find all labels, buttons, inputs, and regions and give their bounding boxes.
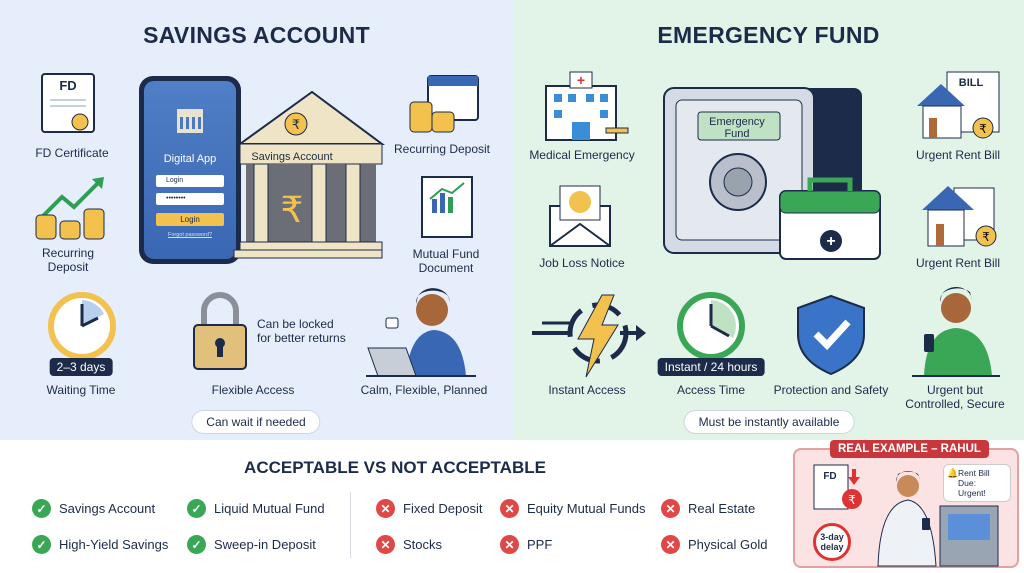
check-icon: ✓ (187, 499, 206, 518)
delay-badge: 3-day delay (813, 523, 851, 561)
not-acceptable-label: PPF (527, 537, 553, 552)
job-loss-label: Job Loss Notice (539, 256, 625, 270)
not-acceptable-item: ✕ Physical Gold (661, 535, 767, 554)
not-acceptable-item: ✕ PPF (500, 535, 552, 554)
login-button[interactable]: Login (156, 213, 224, 226)
acceptable-item: ✓ Sweep-in Deposit (187, 535, 316, 554)
rent-alert-bubble: 🔔 Rent Bill Due: Urgent! (943, 464, 1011, 502)
acceptable-item: ✓ Liquid Mutual Fund (187, 499, 325, 518)
not-acceptable-item: ✕ Fixed Deposit (376, 499, 482, 518)
bank-savings-label: Savings Account (251, 151, 333, 163)
svg-text:BILL: BILL (959, 77, 984, 89)
job-loss-envelope-icon (549, 185, 611, 247)
recurring-deposit-left-label: Recurring Deposit (41, 246, 95, 274)
svg-text:₹: ₹ (281, 189, 304, 230)
waiting-time-badge: 2–3 days (49, 358, 113, 376)
x-icon: ✕ (661, 535, 680, 554)
check-icon: ✓ (32, 499, 51, 518)
real-example-tag: REAL EXAMPLE – RAHUL (830, 440, 989, 458)
fd-certificate-label: FD Certificate (35, 146, 109, 160)
login-input[interactable]: Login (156, 175, 224, 187)
lightning-icon (532, 294, 646, 378)
not-acceptable-label: Fixed Deposit (403, 501, 483, 516)
x-icon: ✕ (376, 535, 395, 554)
comparison-title: ACCEPTABLE VS NOT ACCEPTABLE (244, 458, 546, 477)
instant-access-label: Instant Access (548, 383, 626, 397)
mutual-fund-label: Mutual Fund Document (412, 247, 480, 275)
safe-label: Emergency Fund (709, 116, 765, 140)
svg-text:₹: ₹ (848, 493, 856, 507)
svg-text:FD: FD (59, 78, 76, 93)
lock-note: Can be locked for better returns (257, 317, 346, 345)
not-acceptable-item: ✕ Equity Mutual Funds (500, 499, 646, 518)
safe-icon: + (663, 87, 881, 260)
urgent-controlled-label: Urgent but Controlled, Secure (905, 383, 1005, 411)
fd-document-icon: FD ₹ (813, 464, 862, 510)
acceptable-item: ✓ Savings Account (32, 499, 155, 518)
check-icon: ✓ (187, 535, 206, 554)
clock-icon (48, 292, 116, 360)
house-document-icon: ₹ (922, 186, 997, 247)
check-icon: ✓ (32, 535, 51, 554)
svg-text:FD: FD (823, 471, 836, 482)
svg-text:+: + (577, 72, 585, 88)
padlock-icon (193, 292, 247, 370)
calm-person-laptop-icon (366, 288, 476, 377)
emergency-pill: Must be instantly available (683, 410, 855, 434)
x-icon: ✕ (376, 499, 395, 518)
not-acceptable-label: Physical Gold (688, 537, 768, 552)
not-acceptable-item: ✕ Real Estate (661, 499, 755, 518)
divider (350, 492, 351, 558)
bank-icon (177, 109, 203, 133)
rent-alert-text: Rent Bill Due: Urgent! (958, 468, 990, 498)
access-time-badge: Instant / 24 hours (657, 358, 765, 376)
app-title: Digital App (163, 153, 217, 165)
x-icon: ✕ (500, 535, 519, 554)
medical-emergency-label: Medical Emergency (529, 148, 635, 162)
calm-label: Calm, Flexible, Planned (360, 383, 488, 397)
shield-check-icon (797, 294, 865, 376)
rent-bill-label-2: Urgent Rent Bill (915, 256, 1001, 270)
not-acceptable-label: Stocks (403, 537, 443, 552)
savings-pill: Can wait if needed (191, 410, 321, 434)
bell-icon: 🔔 (947, 468, 959, 478)
house-bill-icon: BILL ₹ (917, 71, 1000, 139)
rent-bill-label-1: Urgent Rent Bill (915, 148, 1001, 162)
svg-text:₹: ₹ (982, 230, 990, 244)
acceptable-label: High-Yield Savings (59, 537, 169, 552)
green-clock-icon (677, 292, 745, 360)
protection-label: Protection and Safety (773, 383, 889, 397)
emergency-title: EMERGENCY FUND (657, 22, 880, 48)
svg-text:₹: ₹ (292, 117, 300, 132)
acceptable-label: Liquid Mutual Fund (214, 501, 325, 516)
recurring-deposit-right-label: Recurring Deposit (393, 142, 491, 156)
x-icon: ✕ (661, 499, 680, 518)
x-icon: ✕ (500, 499, 519, 518)
mutual-fund-document-icon (421, 176, 473, 238)
acceptable-label: Savings Account (59, 501, 156, 516)
password-input[interactable]: •••••••• (156, 193, 224, 205)
access-time-label: Access Time (676, 383, 746, 397)
savings-title: SAVINGS ACCOUNT (143, 22, 370, 48)
not-acceptable-item: ✕ Stocks (376, 535, 442, 554)
coins-growth-icon (35, 177, 105, 240)
worried-person-phone-icon (912, 286, 1000, 377)
acceptable-label: Sweep-in Deposit (214, 537, 316, 552)
acceptable-item: ✓ High-Yield Savings (32, 535, 168, 554)
waiting-time-label: Waiting Time (46, 383, 116, 397)
phone-mockup: Digital App Login •••••••• Login Forgot … (139, 76, 241, 264)
fd-certificate-icon: FD (41, 73, 95, 133)
bank-building-icon: ₹ ₹ (233, 90, 386, 259)
rahul-atm-icon (877, 470, 999, 567)
forgot-password-link[interactable]: Forgot password? (167, 232, 213, 238)
hospital-icon: + (545, 71, 629, 141)
not-acceptable-label: Equity Mutual Funds (527, 501, 646, 516)
not-acceptable-label: Real Estate (688, 501, 756, 516)
svg-text:+: + (826, 233, 835, 250)
svg-text:₹: ₹ (979, 122, 987, 136)
calendar-coins-icon (409, 75, 479, 133)
flexible-access-label: Flexible Access (211, 383, 295, 397)
